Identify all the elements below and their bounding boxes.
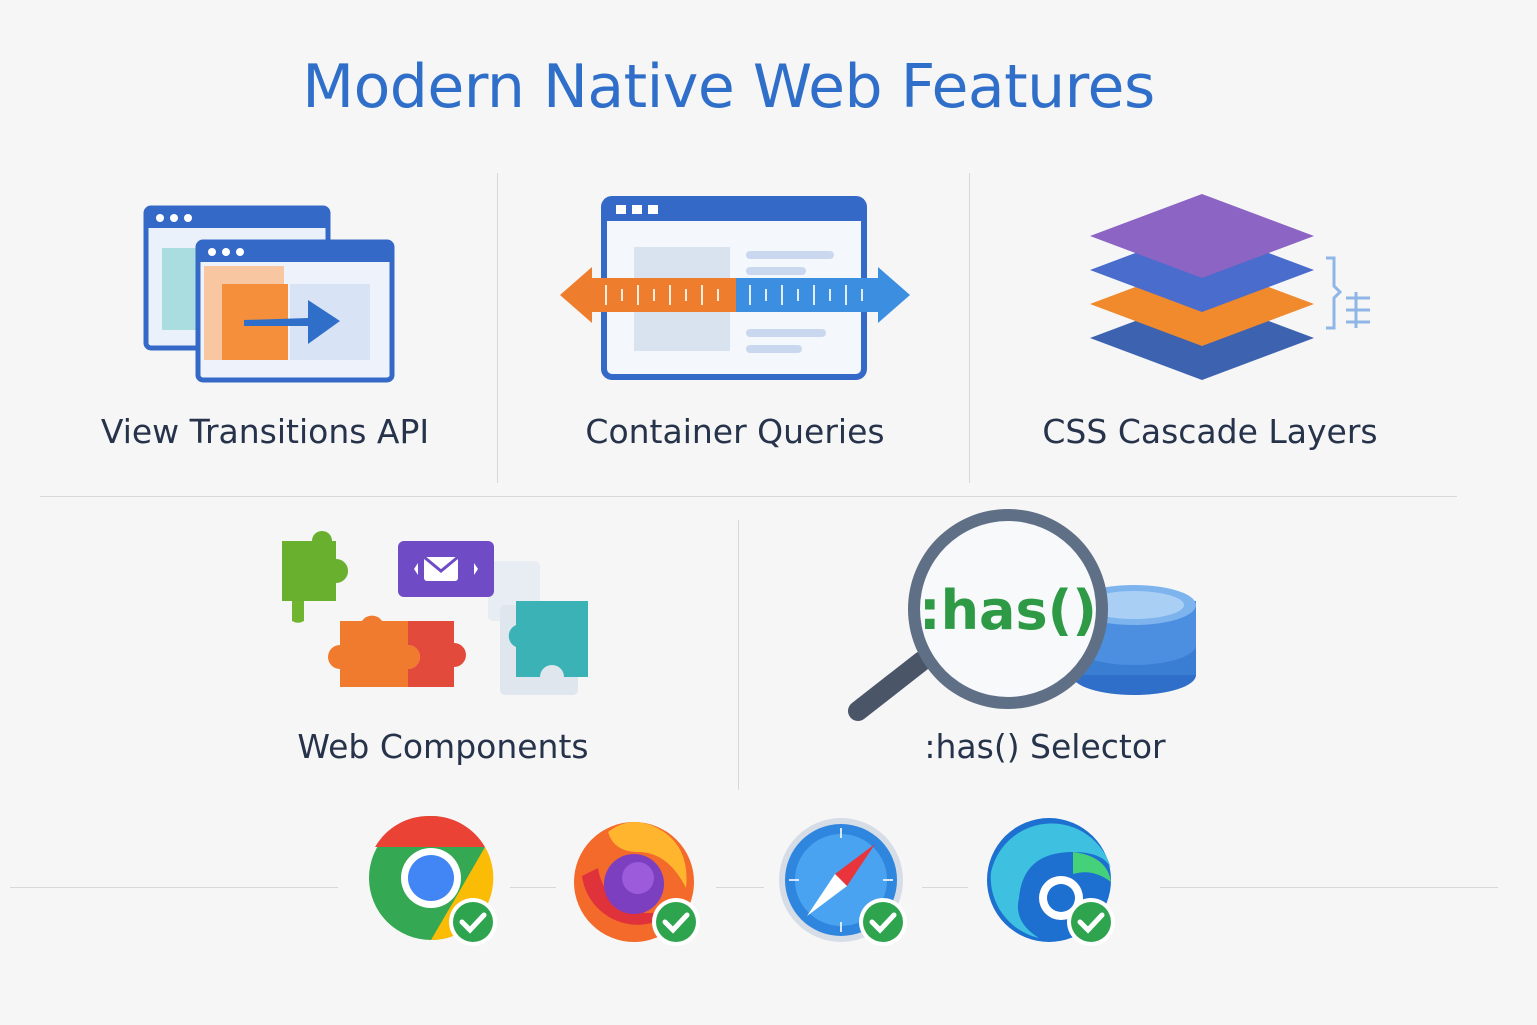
divider xyxy=(716,887,764,888)
divider xyxy=(969,173,970,483)
browser-chrome xyxy=(365,812,505,952)
puzzle-pieces-icon xyxy=(282,531,588,695)
container-queries-icon xyxy=(560,196,910,380)
firefox-icon xyxy=(574,822,700,946)
chrome-icon xyxy=(369,815,497,946)
feature-label: Web Components xyxy=(297,727,589,766)
feature-label: CSS Cascade Layers xyxy=(1042,412,1378,451)
view-transitions-icon xyxy=(143,205,395,383)
divider xyxy=(40,496,1457,497)
feature-label: Container Queries xyxy=(585,412,885,451)
divider xyxy=(510,887,556,888)
has-icon-text: :has() xyxy=(919,579,1097,642)
divider xyxy=(922,887,968,888)
browser-firefox xyxy=(568,812,708,952)
page-title: Modern Native Web Features xyxy=(302,52,1155,122)
divider xyxy=(738,520,739,790)
browser-edge xyxy=(983,812,1123,952)
magnifier-icon: :has() xyxy=(848,509,1196,721)
edge-icon xyxy=(987,818,1115,946)
safari-icon xyxy=(779,818,907,946)
divider xyxy=(10,887,338,888)
cascade-layers-icon xyxy=(1090,194,1370,380)
divider xyxy=(1160,887,1498,888)
feature-label: :has() Selector xyxy=(924,727,1166,766)
divider xyxy=(497,173,498,483)
browser-safari xyxy=(775,812,915,952)
feature-label: View Transitions API xyxy=(100,412,430,451)
